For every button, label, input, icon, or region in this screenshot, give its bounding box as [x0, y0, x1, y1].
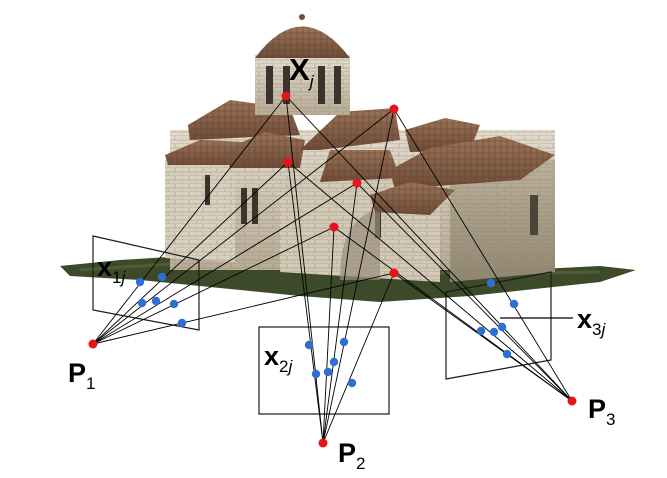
- image-point-label-3-num: 3: [592, 320, 602, 339]
- scene-point-label-sub: j: [309, 72, 314, 91]
- scene-points: [281, 91, 399, 278]
- camera-centers: [88, 339, 577, 448]
- image-points: [135, 272, 519, 388]
- image-point-2-5: [323, 367, 333, 377]
- church-illustration: [165, 14, 555, 282]
- ray-3-6: [393, 272, 573, 402]
- camera-label-1-num: 1: [86, 374, 96, 393]
- image-point-label-2-j: j: [288, 357, 293, 376]
- ray-1-3: [92, 161, 289, 345]
- image-plane-1: [92, 235, 200, 331]
- image-point-label-3-main: x: [577, 304, 593, 334]
- image-point-2-6: [347, 378, 357, 388]
- scene-point-1: [281, 91, 291, 101]
- image-point-label-3-j: j: [601, 320, 606, 339]
- image-plane-2: [258, 326, 390, 415]
- ray-2-6: [322, 272, 395, 444]
- camera-label-3-num: 3: [606, 410, 616, 429]
- camera-label-2-main: P: [338, 438, 357, 468]
- scene-point-2: [389, 104, 399, 114]
- ray-2-4: [322, 182, 358, 444]
- image-point-label-1-main: x: [97, 252, 113, 282]
- scene-point-3: [283, 157, 293, 167]
- scene-point-label-main: X: [289, 52, 310, 87]
- scene-point-4: [352, 178, 362, 188]
- camera-center-1: [88, 339, 98, 349]
- ray-2-1: [285, 95, 324, 444]
- image-point-2-1: [304, 340, 314, 350]
- image-point-1-1: [135, 277, 145, 287]
- camera-label-3-main: P: [588, 394, 607, 424]
- image-point-2-3: [329, 357, 339, 367]
- image-point-1-4: [151, 296, 161, 306]
- image-point-label-1-num: 1: [112, 268, 122, 287]
- camera-label-2-num: 2: [356, 454, 366, 473]
- ray-3-1: [285, 95, 573, 402]
- ray-1-5: [92, 226, 335, 345]
- camera-label-1: P1: [68, 358, 96, 393]
- camera-center-2: [318, 438, 328, 448]
- image-point-3-5: [497, 322, 507, 332]
- ray-3-4: [356, 182, 573, 402]
- image-point-label-2: x2j: [264, 341, 293, 376]
- ray-2-3: [287, 161, 324, 444]
- image-plane-3: [445, 271, 552, 380]
- image-point-label-2-main: x: [264, 341, 280, 371]
- ray-2-5: [322, 226, 335, 444]
- image-point-label-2-num: 2: [279, 357, 289, 376]
- scene-point-5: [329, 222, 339, 232]
- image-point-label-1: x1j: [97, 252, 126, 287]
- scene-point-label: Xj: [289, 54, 313, 90]
- image-point-label-1-j: j: [121, 268, 126, 287]
- image-point-3-1: [486, 278, 496, 288]
- image-point-3-2: [509, 299, 519, 309]
- image-point-3-3: [476, 326, 486, 336]
- camera-center-3: [567, 396, 577, 406]
- ray-1-4: [92, 182, 358, 345]
- ray-3-2: [393, 108, 573, 402]
- image-planes: [92, 235, 552, 415]
- image-point-3-4: [489, 327, 499, 337]
- image-point-label-3: x3j: [577, 304, 606, 339]
- image-point-1-2: [157, 272, 167, 282]
- image-point-2-2: [339, 337, 349, 347]
- image-point-1-6: [177, 318, 187, 328]
- ray-2-2: [322, 108, 395, 444]
- camera-label-2: P2: [338, 438, 366, 473]
- camera-label-1-main: P: [68, 358, 87, 388]
- camera-label-3: P3: [588, 394, 616, 429]
- scene-point-6: [389, 268, 399, 278]
- ray-1-1: [92, 95, 287, 345]
- image-point-3-6: [502, 349, 512, 359]
- image-point-2-4: [311, 369, 321, 379]
- ray-3-3: [287, 161, 573, 402]
- image-point-1-3: [137, 298, 147, 308]
- image-point-1-5: [169, 299, 179, 309]
